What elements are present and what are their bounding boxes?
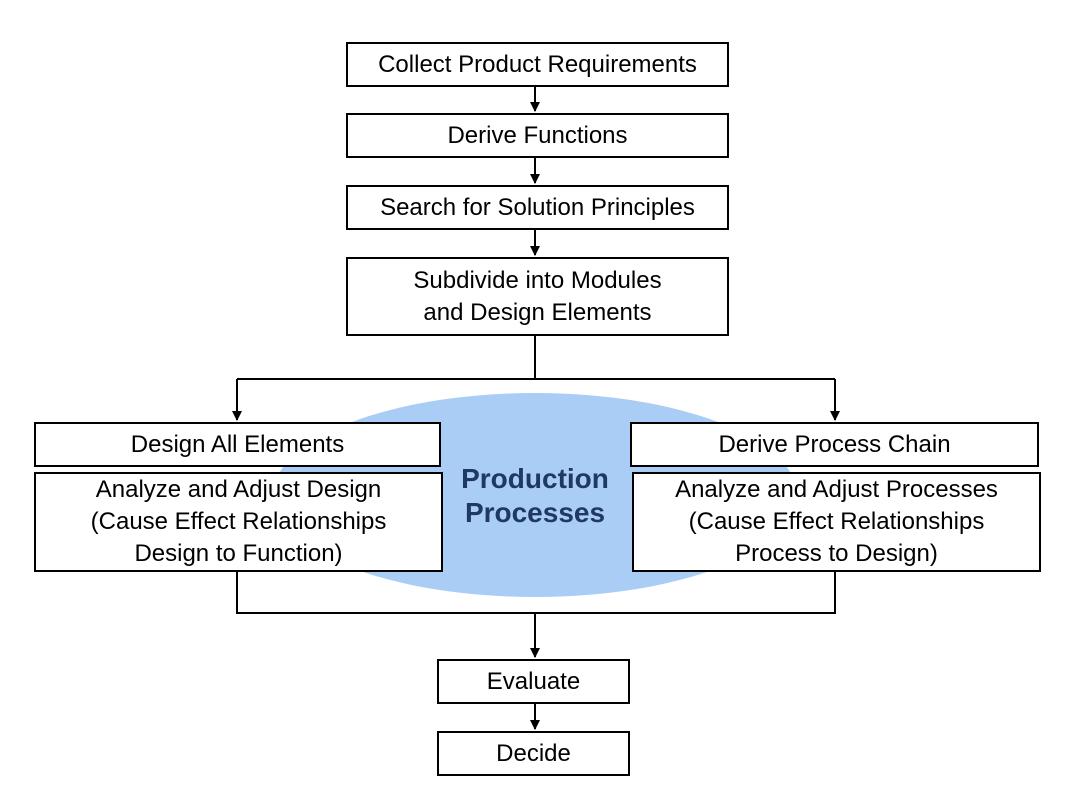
step-derive-functions-label: Derive Functions xyxy=(447,121,628,149)
step-evaluate: Evaluate xyxy=(437,659,630,704)
step-derive-process-label: Derive Process Chain xyxy=(718,430,951,458)
step-collect-label: Collect Product Requirements xyxy=(378,50,697,78)
step-collect-product-requirements: Collect Product Requirements xyxy=(346,42,729,87)
step-analyze-design-line-2: (Cause Effect Relationships xyxy=(90,508,387,535)
step-decide: Decide xyxy=(437,731,630,776)
step-subdivide-modules: Subdivide into Modules and Design Elemen… xyxy=(346,257,729,336)
step-search-solution-principles: Search for Solution Principles xyxy=(346,185,729,230)
step-design-all-label: Design All Elements xyxy=(130,430,345,458)
step-derive-process-chain: Derive Process Chain xyxy=(630,422,1039,467)
step-analyze-processes-line-2: (Cause Effect Relationships xyxy=(688,508,985,535)
step-analyze-design-line-3: Design to Function) xyxy=(134,540,343,567)
production-processes-line-1: Production xyxy=(461,463,609,494)
step-analyze-adjust-processes: Analyze and Adjust Processes (Cause Effe… xyxy=(632,472,1041,572)
step-evaluate-label: Evaluate xyxy=(486,667,581,695)
production-processes-line-2: Processes xyxy=(464,497,606,528)
step-subdivide-line-1: Subdivide into Modules xyxy=(413,266,662,294)
step-analyze-design-line-1: Analyze and Adjust Design xyxy=(95,476,382,503)
step-analyze-processes-line-1: Analyze and Adjust Processes xyxy=(675,476,998,503)
step-derive-functions: Derive Functions xyxy=(346,113,729,158)
step-analyze-adjust-design: Analyze and Adjust Design (Cause Effect … xyxy=(34,472,443,572)
step-search-label: Search for Solution Principles xyxy=(380,193,695,221)
step-design-all-elements: Design All Elements xyxy=(34,422,441,467)
step-decide-label: Decide xyxy=(496,739,571,767)
step-subdivide-line-2: and Design Elements xyxy=(423,298,652,326)
production-processes-label: Production Processes xyxy=(415,462,655,530)
step-analyze-processes-line-3: Process to Design) xyxy=(735,540,938,567)
